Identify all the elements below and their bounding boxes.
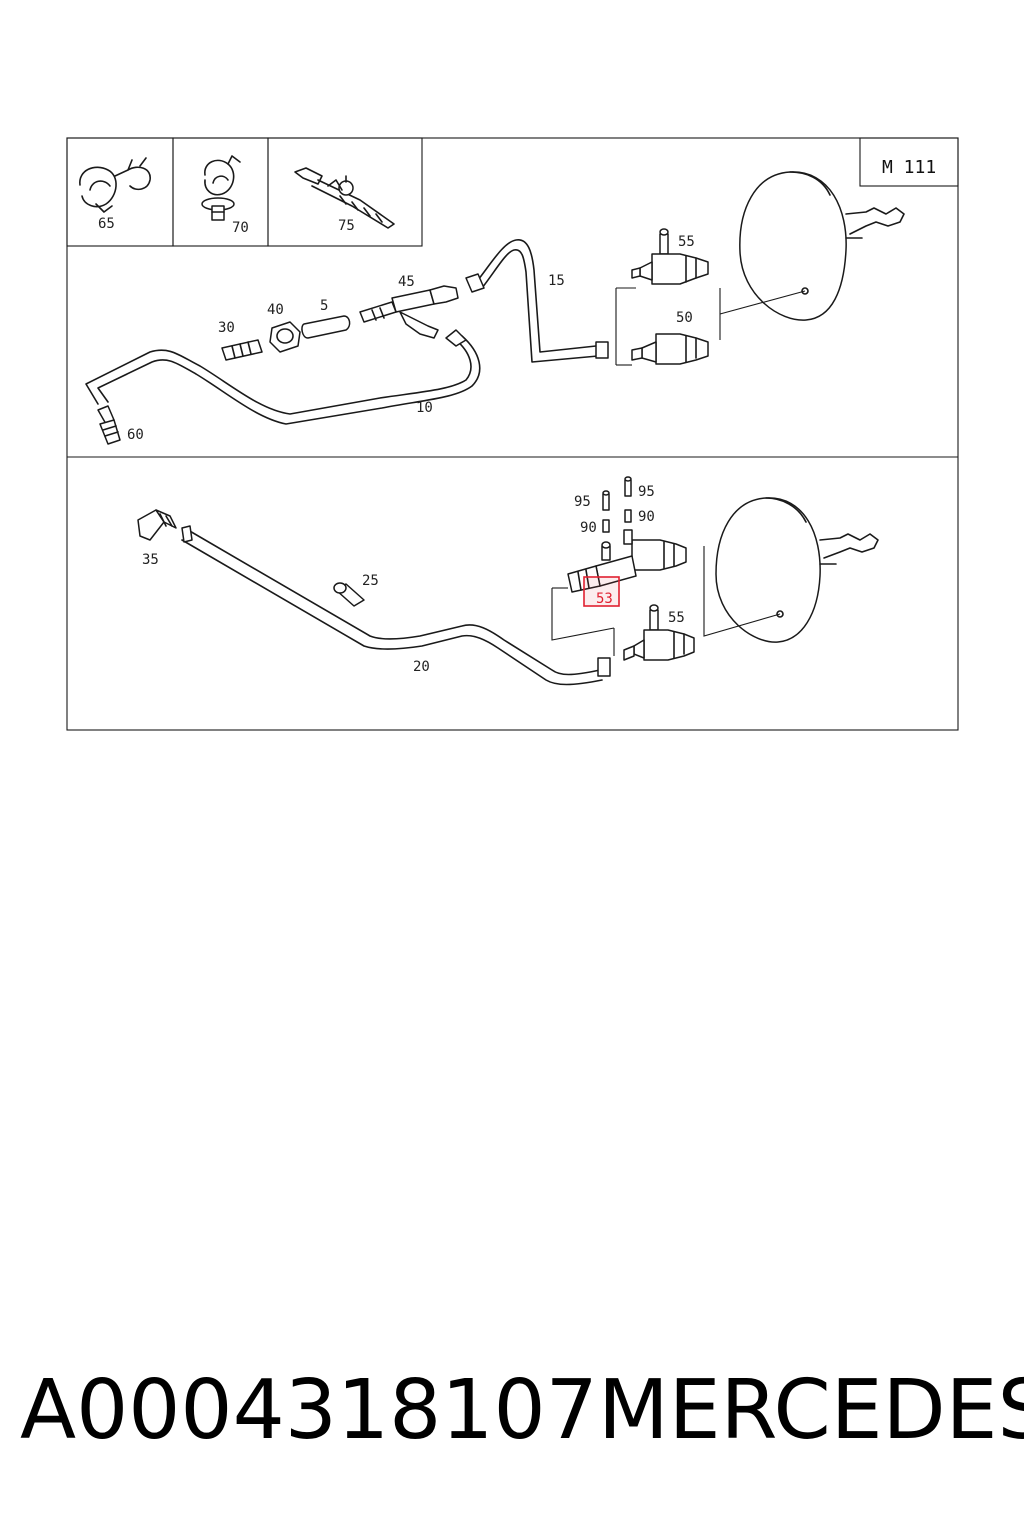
seal-90-right-icon [624,509,632,523]
callout-90-left: 90 [580,520,597,536]
callout-90-right: 90 [638,509,655,525]
valve-pin-95-right-icon [624,476,632,497]
hose-15-icon [465,239,609,363]
brand-name: MERCEDES [598,1363,1024,1458]
diagram-frame [66,137,959,731]
callout-45: 45 [398,274,415,290]
callout-labels: 65 70 75 55 15 45 40 5 30 50 10 60 95 95… [98,216,695,675]
callout-55-lower: 55 [668,610,685,626]
callout-95-right: 95 [638,484,655,500]
clip-70-icon [201,155,241,221]
callout-55-upper: 55 [678,234,695,250]
callout-53: 53 [596,591,613,607]
hose-10-icon [85,329,481,425]
valve-pin-95-left-icon [602,490,610,511]
callout-95-left: 95 [574,494,591,510]
valve-50-icon [631,333,709,365]
callout-40: 40 [267,302,284,318]
elbow-35-icon [137,509,177,541]
callout-70: 70 [232,220,249,236]
connector-30-icon [221,339,263,361]
valve-55-lower-icon [623,604,695,661]
t-connector-45-icon [359,285,459,339]
hose-20-icon [181,525,611,686]
callout-35: 35 [142,552,159,568]
callout-30: 30 [218,320,235,336]
callout-50: 50 [676,310,693,326]
callout-75: 75 [338,218,355,234]
part-number: A0004318107 [20,1363,598,1458]
clip-65-icon [79,157,151,213]
brake-booster-lower-icon [715,497,879,643]
valve-53-assembly-icon [567,529,687,593]
leader-50 [615,287,806,366]
brake-booster-upper-icon [739,171,905,321]
sleeve-25-icon [333,582,365,607]
callout-60: 60 [127,427,144,443]
tie-75-icon [294,167,395,229]
callout-5: 5 [320,298,328,314]
callout-25: 25 [362,573,379,589]
callout-65: 65 [98,216,115,232]
callout-15: 15 [548,273,565,289]
highlight-callout-53: 53 [583,576,620,607]
seal-90-left-icon [602,519,610,533]
model-code: M 111 [882,157,936,178]
leader-lower [551,546,781,656]
callout-20: 20 [413,659,430,675]
connector-60-icon [97,405,121,445]
callout-10: 10 [416,400,433,416]
sleeve-5-icon [301,315,351,339]
valve-55-upper-icon [631,228,709,285]
nut-40-icon [269,321,301,353]
